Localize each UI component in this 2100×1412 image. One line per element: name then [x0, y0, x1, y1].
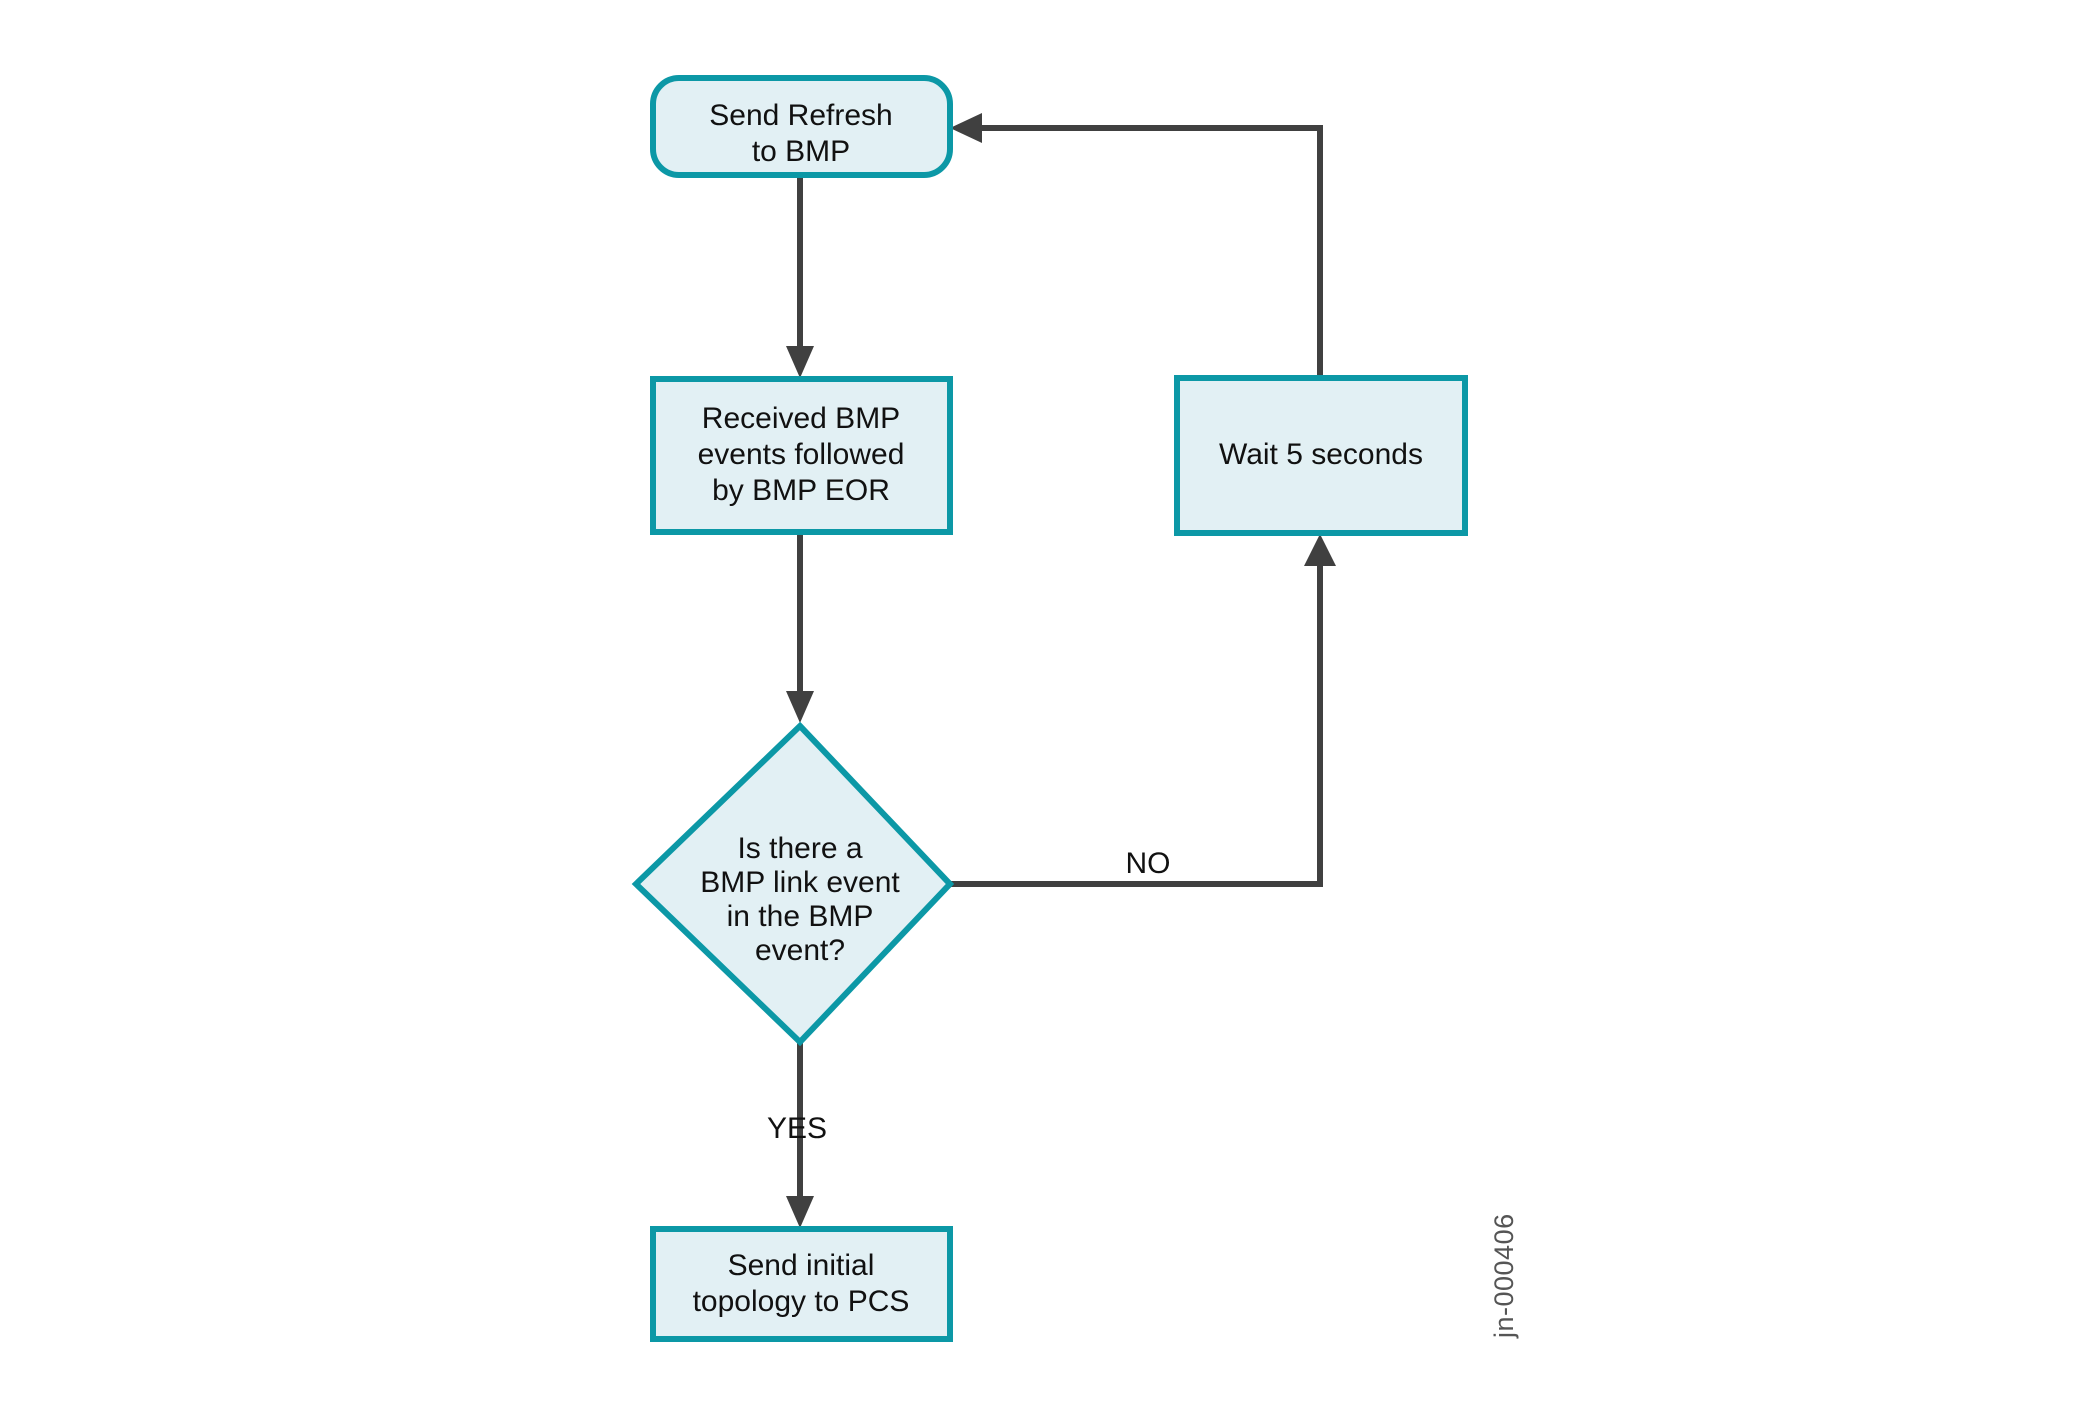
edge-received-to-decision — [786, 532, 814, 723]
node-received-bmp-events-line-2: by BMP EOR — [712, 474, 890, 507]
node-decision-line-1: BMP link event — [700, 866, 900, 899]
node-wait-5-seconds-shape[interactable] — [1174, 375, 1468, 536]
node-send-refresh-shape[interactable] — [650, 75, 953, 178]
node-decision-line-0: Is there a — [737, 832, 862, 865]
edge-decision-yes-to-topology — [786, 1042, 814, 1228]
node-bmp-link-event-decision-shape[interactable] — [631, 721, 955, 1047]
node-send-initial-topology-line-0: Send initial — [728, 1249, 875, 1282]
node-decision-line-2: in the BMP — [727, 900, 874, 933]
node-received-bmp-events-shape[interactable] — [650, 376, 953, 535]
watermark-label: jn-000406 — [1489, 1213, 1519, 1339]
node-received-bmp-events-line-0: Received BMP — [702, 402, 900, 435]
node-wait-5-seconds-line-0: Wait 5 seconds — [1219, 438, 1423, 471]
node-received-bmp-events[interactable]: Received BMP events followed by BMP EOR — [650, 376, 953, 535]
node-send-initial-topology-line-1: topology to PCS — [693, 1285, 910, 1318]
edge-wait-to-refresh — [950, 113, 1323, 375]
node-send-refresh-line-1: to BMP — [752, 135, 850, 168]
node-send-initial-topology-shape[interactable] — [650, 1226, 953, 1342]
edge-refresh-to-received — [786, 175, 814, 378]
edge-label-yes: YES — [767, 1112, 827, 1145]
edge-label-no: NO — [1126, 847, 1171, 880]
node-wait-5-seconds[interactable]: Wait 5 seconds — [1174, 375, 1468, 536]
node-received-bmp-events-line-1: events followed — [698, 438, 905, 471]
node-decision-line-3: event? — [755, 934, 845, 967]
node-send-initial-topology[interactable]: Send initial topology to PCS — [650, 1226, 953, 1342]
node-send-refresh[interactable]: Send Refresh to BMP — [650, 75, 953, 178]
node-send-refresh-line-0: Send Refresh — [709, 99, 892, 132]
node-bmp-link-event-decision[interactable]: Is there a BMP link event in the BMP eve… — [631, 721, 955, 1047]
edge-decision-no-to-wait — [950, 534, 1336, 887]
